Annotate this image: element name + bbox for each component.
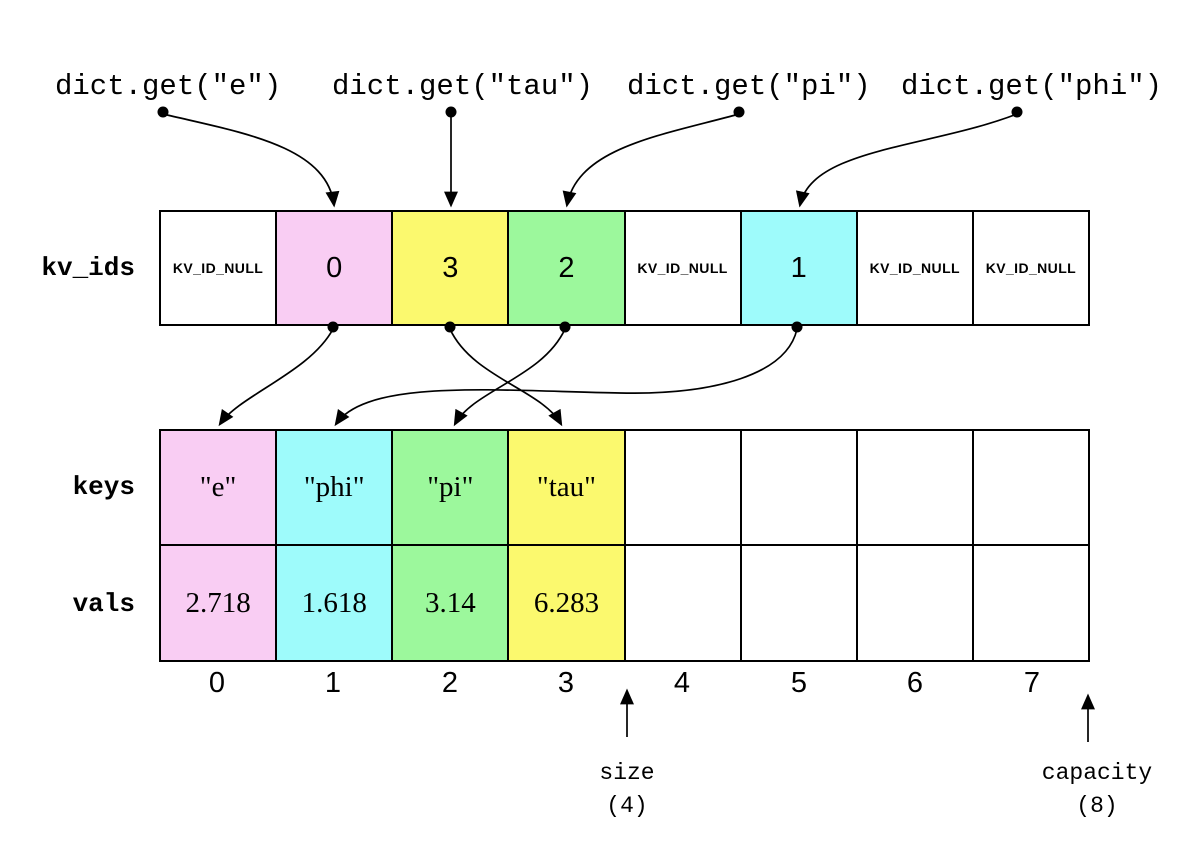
query-label-e: dict.get("e") bbox=[55, 70, 282, 103]
keys-cell-6 bbox=[855, 431, 972, 544]
keys-cell-0: "e" bbox=[161, 431, 276, 544]
arrow-query-pi-to-bucket3 bbox=[562, 113, 740, 208]
arrow-bucket5-to-slot1 bbox=[334, 328, 798, 427]
vals-cell-2: 3.14 bbox=[391, 546, 508, 660]
index-label-7: 7 bbox=[1023, 667, 1041, 699]
arrow-query-phi-to-bucket5 bbox=[795, 113, 1018, 208]
kv-ids-cell-4: KV_ID_NULL bbox=[623, 212, 740, 324]
query-pi-dot bbox=[733, 106, 745, 118]
size-label: size bbox=[599, 760, 655, 786]
kv-ids-row-label: kv_ids bbox=[41, 253, 135, 283]
index-label-1: 1 bbox=[324, 667, 342, 699]
kv-ids-array: KV_ID_NULL 0 3 2 KV_ID_NULL 1 KV_ID_NULL… bbox=[159, 210, 1090, 326]
index-label-6: 6 bbox=[906, 667, 924, 699]
kv-ids-cell-7: KV_ID_NULL bbox=[971, 212, 1088, 324]
index-label-0: 0 bbox=[208, 667, 226, 699]
index-label-4: 4 bbox=[673, 667, 691, 699]
size-annotation: size (4) bbox=[562, 757, 692, 823]
keys-cell-2: "pi" bbox=[391, 431, 508, 544]
keys-cell-4 bbox=[623, 431, 740, 544]
keys-row-label: keys bbox=[72, 472, 135, 502]
index-label-2: 2 bbox=[441, 667, 459, 699]
keys-cell-1: "phi" bbox=[275, 431, 392, 544]
vals-row-label: vals bbox=[72, 589, 135, 619]
vals-array: 2.718 1.618 3.14 6.283 bbox=[159, 544, 1090, 662]
vals-cell-3: 6.283 bbox=[507, 546, 624, 660]
capacity-annotation: capacity (8) bbox=[1022, 757, 1172, 823]
vals-cell-4 bbox=[623, 546, 740, 660]
kv-ids-cell-3: 2 bbox=[507, 212, 624, 324]
vals-cell-5 bbox=[739, 546, 856, 660]
vals-cell-7 bbox=[971, 546, 1088, 660]
kv-ids-cell-0: KV_ID_NULL bbox=[161, 212, 276, 324]
query-label-phi: dict.get("phi") bbox=[901, 70, 1163, 103]
kv-ids-cell-2: 3 bbox=[391, 212, 508, 324]
kv-ids-cell-6: KV_ID_NULL bbox=[855, 212, 972, 324]
keys-array: "e" "phi" "pi" "tau" bbox=[159, 429, 1090, 546]
keys-cell-7 bbox=[971, 431, 1088, 544]
arrow-bucket2-to-slot3 bbox=[449, 328, 563, 427]
vals-cell-0: 2.718 bbox=[161, 546, 276, 660]
query-phi-dot bbox=[1011, 106, 1023, 118]
kv-ids-cell-1: 0 bbox=[275, 212, 392, 324]
keys-cell-5 bbox=[739, 431, 856, 544]
query-e-dot bbox=[157, 106, 169, 118]
vals-cell-1: 1.618 bbox=[275, 546, 392, 660]
arrow-bucket1-to-slot0 bbox=[218, 328, 334, 427]
size-value: (4) bbox=[606, 793, 648, 819]
capacity-label: capacity bbox=[1041, 760, 1153, 786]
arrow-bucket3-to-slot2 bbox=[453, 328, 566, 427]
kv-ids-cell-5: 1 bbox=[739, 212, 856, 324]
index-label-3: 3 bbox=[557, 667, 575, 699]
query-label-tau: dict.get("tau") bbox=[332, 70, 594, 103]
capacity-value: (8) bbox=[1076, 793, 1118, 819]
index-label-5: 5 bbox=[790, 667, 808, 699]
query-tau-dot bbox=[445, 106, 457, 118]
arrow-query-e-to-bucket1 bbox=[162, 113, 340, 208]
query-label-pi: dict.get("pi") bbox=[627, 70, 871, 103]
keys-cell-3: "tau" bbox=[507, 431, 624, 544]
vals-cell-6 bbox=[855, 546, 972, 660]
